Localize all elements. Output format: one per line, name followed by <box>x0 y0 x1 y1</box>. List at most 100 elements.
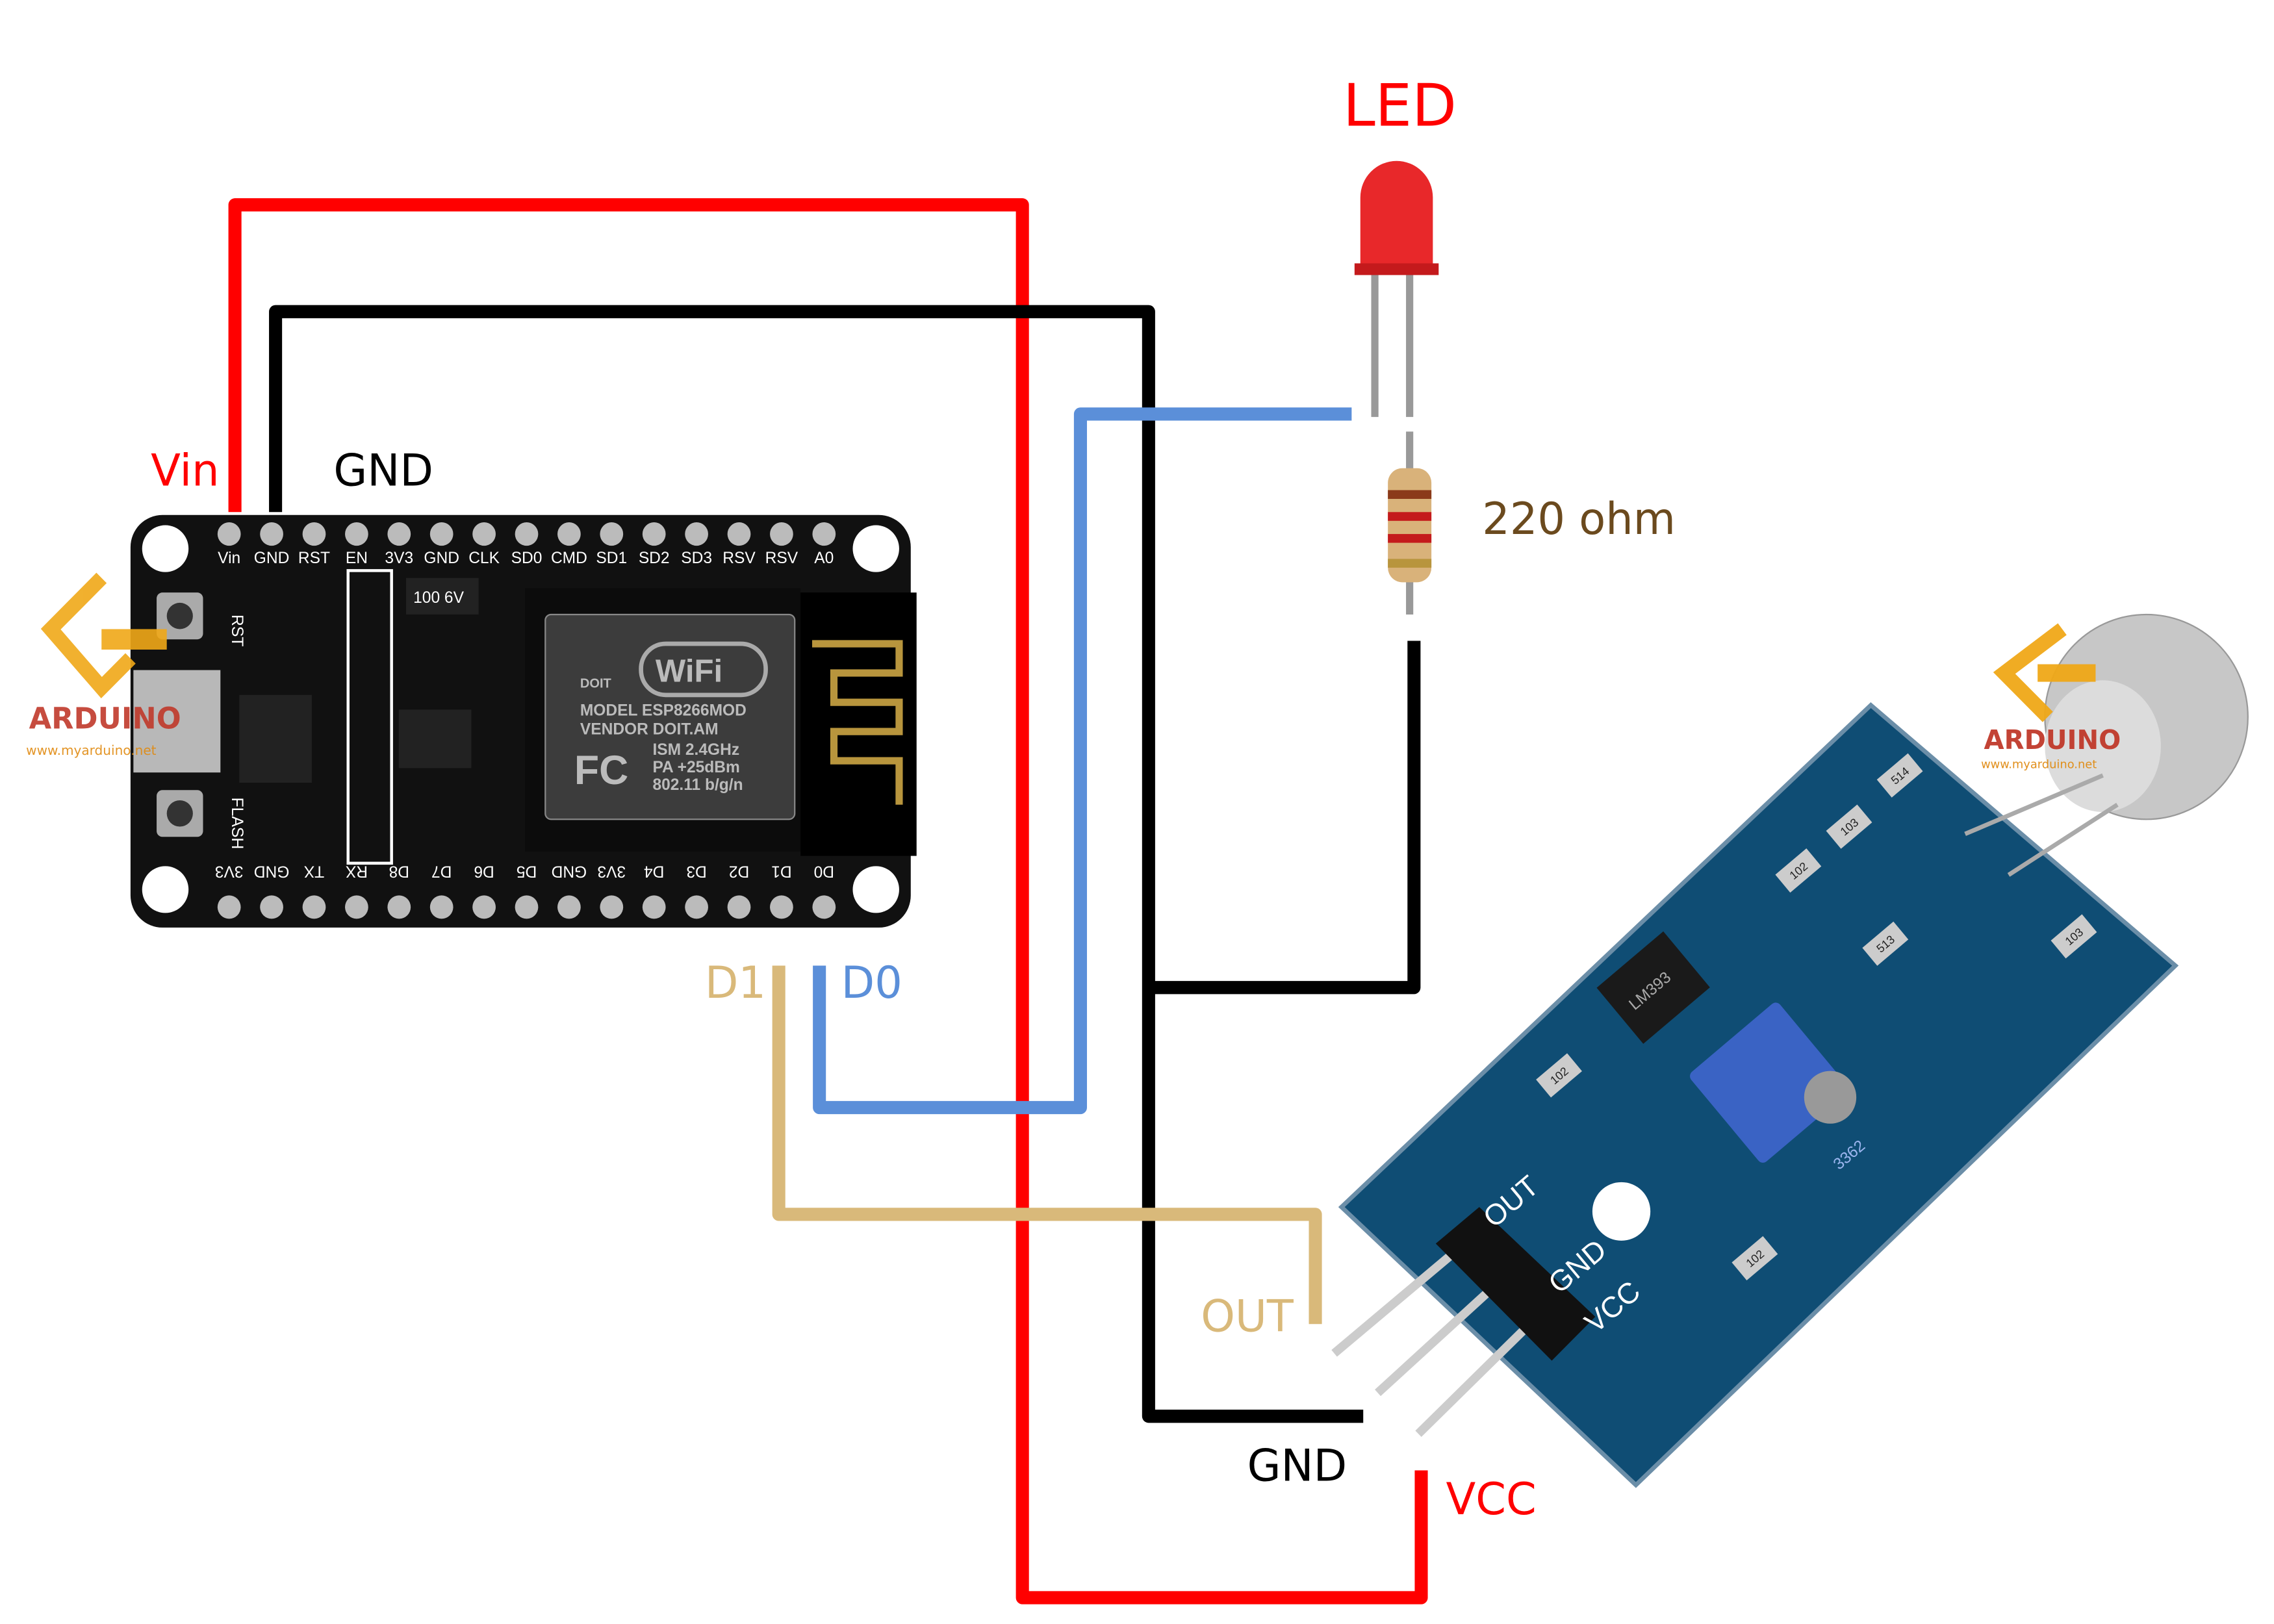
smd-resistor <box>1862 921 1909 966</box>
antenna-trace <box>812 640 903 805</box>
pin-header <box>685 522 708 546</box>
module-standard: 802.11 b/g/n <box>652 776 743 794</box>
pin-label: SD3 <box>681 550 712 567</box>
pin-header <box>429 522 454 546</box>
pin-label: D2 <box>729 862 749 880</box>
wire-gnd <box>269 305 1364 1423</box>
gnd-bottom-label: GND <box>1247 1440 1348 1491</box>
svg-text:ARDUINO: ARDUINO <box>1984 725 2121 755</box>
pin-label: RST <box>298 550 330 567</box>
pin-header <box>812 522 836 546</box>
pin-header <box>387 895 411 919</box>
smd-resistor <box>1731 1236 1778 1281</box>
pin-label: SD1 <box>596 550 627 567</box>
pin-header <box>260 522 283 546</box>
smd-resistor <box>1826 804 1872 849</box>
wire-vin-vcc <box>228 198 1428 1605</box>
usb-chip <box>239 694 312 783</box>
pin-label: GND <box>424 550 459 567</box>
pin-label: 3V3 <box>385 550 413 567</box>
pin-label: RSV <box>765 550 798 567</box>
pin-header <box>387 522 411 546</box>
pin-label: TX <box>304 862 324 880</box>
pin-label: RSV <box>722 550 756 567</box>
pin-header <box>429 895 454 919</box>
mounting-hole <box>1592 1182 1651 1241</box>
out-label: OUT <box>1201 1291 1294 1341</box>
pin-header <box>642 522 666 546</box>
d1-label: D1 <box>705 958 766 1008</box>
pin-label: A0 <box>814 550 834 567</box>
pin-header <box>642 895 666 919</box>
doit-logo: DOIT <box>580 676 612 691</box>
rst-label: RST <box>228 615 246 647</box>
resistor-220-ohm <box>1388 431 1432 615</box>
pin-header <box>217 522 241 546</box>
pin-label: CLK <box>468 550 500 567</box>
pin-header <box>217 895 241 919</box>
pin-header <box>515 522 539 546</box>
smd-resistor <box>1876 753 1923 798</box>
smd-resistor <box>1775 848 1822 893</box>
pin-label: D3 <box>686 862 706 880</box>
led <box>1354 160 1439 417</box>
esp8266-module <box>544 613 796 820</box>
module-ism: ISM 2.4GHz <box>652 741 739 759</box>
header-pins <box>1331 1207 1596 1438</box>
pin-header <box>600 895 624 919</box>
pin-header <box>770 522 793 546</box>
wire-d0-led <box>813 407 1352 1115</box>
pin-header <box>557 522 581 546</box>
svg-text:ARDUINO: ARDUINO <box>29 701 181 735</box>
vcc-label: VCC <box>1446 1474 1536 1525</box>
svg-text:www.myarduino.net: www.myarduino.net <box>1981 757 2097 771</box>
pin-label: D6 <box>474 862 494 880</box>
pin-label: D5 <box>517 862 537 880</box>
pin-header <box>600 522 624 546</box>
lm393-chip <box>1596 931 1710 1044</box>
potentiometer <box>1690 1002 1849 1163</box>
regulator <box>398 709 472 768</box>
pin-label: SD0 <box>511 550 543 567</box>
smd-resistor <box>2050 914 2097 959</box>
pin-label: 3V3 <box>215 862 244 880</box>
wifi-logo: WiFi <box>656 653 722 689</box>
watermark-logo-2: ARDUINO www.myarduino.net <box>1981 623 2121 771</box>
pin-label: D8 <box>389 862 409 880</box>
flash-label: FLASH <box>228 797 246 849</box>
pin-header <box>685 895 708 919</box>
pin-label: D0 <box>814 862 834 880</box>
svg-text:www.myarduino.net: www.myarduino.net <box>26 742 156 758</box>
pin-label: CMD <box>551 550 587 567</box>
pin-header <box>472 895 496 919</box>
pin-label: RX <box>346 862 368 880</box>
pin-label: GND <box>254 862 290 880</box>
pin-label: GND <box>254 550 290 567</box>
pin-header <box>557 895 581 919</box>
pin-label: Vin <box>218 550 240 567</box>
resistor-label: 220 ohm <box>1482 494 1676 544</box>
pin-header <box>812 895 836 919</box>
pin-header <box>302 895 326 919</box>
pin-header <box>345 895 368 919</box>
module-model: MODEL ESP8266MOD <box>580 702 747 719</box>
pin-label: EN <box>346 550 368 567</box>
wire-gnd-led <box>1148 641 1421 995</box>
pin-label: D4 <box>644 862 664 880</box>
module-pa: PA +25dBm <box>652 759 739 776</box>
smd-resistor <box>1536 1053 1582 1098</box>
led-label: LED <box>1343 72 1457 140</box>
pin-label: D1 <box>771 862 791 880</box>
pin-header <box>770 895 793 919</box>
pin-header <box>515 895 539 919</box>
gnd-top-label: GND <box>333 445 433 496</box>
pin-header <box>727 895 751 919</box>
pin-header <box>727 522 751 546</box>
pin-header <box>260 895 283 919</box>
wire-d1-out <box>772 965 1322 1325</box>
fc-mark: FC <box>574 748 628 793</box>
pin-label: GND <box>552 862 587 880</box>
watermark-logo: ARDUINO www.myarduino.net <box>26 572 181 758</box>
